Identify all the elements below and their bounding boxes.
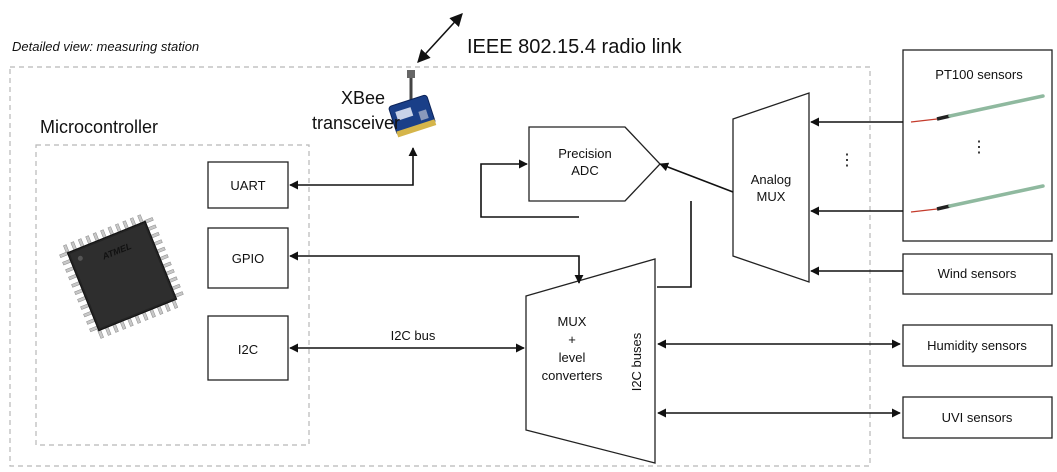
i2c-mux-label-line2: +	[568, 332, 576, 347]
analog-mux-block	[732, 92, 810, 283]
analog-mux-to-adc-arrow	[659, 162, 734, 193]
radio-link-label: IEEE 802.15.4 radio link	[467, 36, 683, 58]
i2c-port	[207, 315, 289, 381]
xbee-label-line2: transceiver	[312, 113, 400, 133]
analog-mux-label-line1: Analog	[751, 172, 791, 187]
i2c-mux-block	[525, 258, 656, 464]
analog-mux-ellipsis: ⋮	[839, 152, 855, 169]
station-caption: Detailed view: measuring station	[12, 39, 199, 54]
uvi-sensors-label: UVI sensors	[942, 410, 1013, 425]
i2c-mux-label-line3: level	[559, 350, 586, 365]
pt100-probe-bottom	[910, 184, 1045, 213]
i2c-mux-label-line1: MUX	[558, 314, 587, 329]
uvi-sensors-box	[902, 396, 1053, 439]
xbee-label-line1: XBee	[341, 88, 385, 108]
adc-label-line1: Precision	[558, 146, 611, 161]
uart-xbee-link	[289, 147, 418, 190]
uart-port	[207, 161, 289, 209]
xbee-transceiver	[388, 70, 437, 138]
wind-sensors-box	[902, 253, 1053, 295]
adc-feedback-line	[480, 159, 579, 218]
wind-sensors-label: Wind sensors	[938, 266, 1017, 281]
microcontroller-chip: ATMEL	[59, 214, 184, 339]
gpio-port	[207, 227, 289, 289]
radio-link-arrow	[417, 13, 463, 63]
pt100-probe-top	[910, 94, 1045, 123]
pt100-sensors-box	[902, 49, 1053, 242]
microcontroller-boundary	[35, 144, 310, 446]
gpio-mux-link	[289, 251, 584, 284]
i2c-buses-label: I2C buses	[629, 332, 644, 391]
adc-label-line2: ADC	[571, 163, 598, 178]
uart-label: UART	[230, 178, 265, 193]
pt100-sensors-title: PT100 sensors	[935, 67, 1023, 82]
i2c-bus-label: I2C bus	[391, 328, 436, 343]
pt100-ellipsis: ⋮	[971, 139, 987, 156]
microcontroller-title: Microcontroller	[40, 117, 158, 137]
gpio-label: GPIO	[232, 251, 265, 266]
adc-to-i2c-mux-line	[657, 201, 692, 288]
humidity-sensors-label: Humidity sensors	[927, 338, 1027, 353]
i2c-port-label: I2C	[238, 342, 258, 357]
i2c-mux-label-line4: converters	[542, 368, 603, 383]
humidity-sensors-box	[902, 324, 1053, 367]
precision-adc-block	[528, 126, 661, 202]
analog-mux-label-line2: MUX	[757, 189, 786, 204]
